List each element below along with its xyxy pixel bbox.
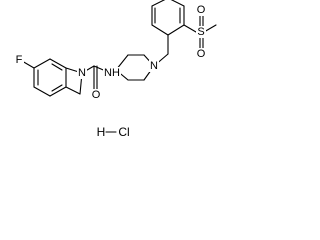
atom-fluorine: F [14, 54, 24, 66]
atom-sulfur-label: S [197, 26, 204, 38]
atom-sulfonyl-oxygen-top-label: O [197, 4, 206, 16]
atom-sulfonyl-oxygen-bottom: O [196, 48, 206, 60]
atom-carbonyl-oxygen-label: O [92, 89, 101, 101]
atom-amide-nh: NH [103, 67, 121, 79]
atom-sulfonyl-oxygen-bottom-label: O [197, 48, 206, 60]
atom-sulfonyl-oxygen-top: O [196, 4, 206, 16]
phenyl-ring [151, 0, 185, 55]
atom-carbonyl-oxygen: O [91, 89, 101, 101]
atom-piperidine-nitrogen-label: N [150, 60, 158, 72]
chemical-structure-diagram: F N O NH N S O O H Cl [14, 0, 217, 139]
atom-fluorine-label: F [16, 54, 23, 66]
atom-piperidine-nitrogen: N [149, 60, 159, 72]
atom-sulfur: S [196, 26, 206, 38]
atom-amide-nh-label: NH [104, 67, 120, 79]
piperidine-ring [115, 54, 155, 81]
salt-hydrogen-label: H [97, 125, 106, 139]
atom-indoline-nitrogen-label: N [78, 67, 86, 79]
indoline-benzene-ring [33, 58, 67, 97]
salt-chlorine-label: Cl [118, 125, 129, 139]
atom-indoline-nitrogen: N [77, 67, 87, 79]
